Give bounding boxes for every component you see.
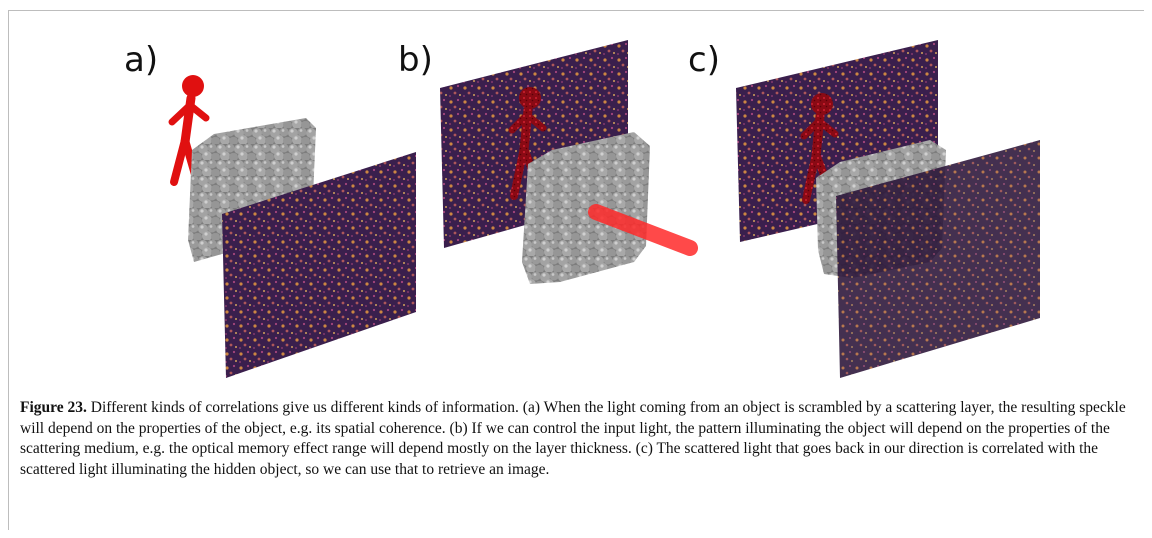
figure-label: Figure 23. <box>20 399 87 416</box>
scattering-layer-b <box>522 132 650 284</box>
panel-a-illustration <box>168 75 416 378</box>
object-figure-b <box>508 87 547 200</box>
figure-illustration <box>168 40 1040 378</box>
figure-frame <box>8 10 1144 530</box>
input-light-beam <box>588 204 698 256</box>
panel-b-label: b) <box>398 40 433 80</box>
caption-text: Different kinds of correlations give us … <box>20 399 1126 478</box>
panel-c-label: c) <box>688 40 720 80</box>
speckle-screen-c-front <box>836 140 1040 378</box>
panel-c-illustration <box>736 40 1040 378</box>
figure-caption: Figure 23. Different kinds of correlatio… <box>20 398 1140 480</box>
panel-b-illustration <box>440 40 698 284</box>
object-figure-a <box>168 75 210 186</box>
panel-a-label: a) <box>124 40 159 80</box>
speckle-screen-a <box>222 152 416 378</box>
